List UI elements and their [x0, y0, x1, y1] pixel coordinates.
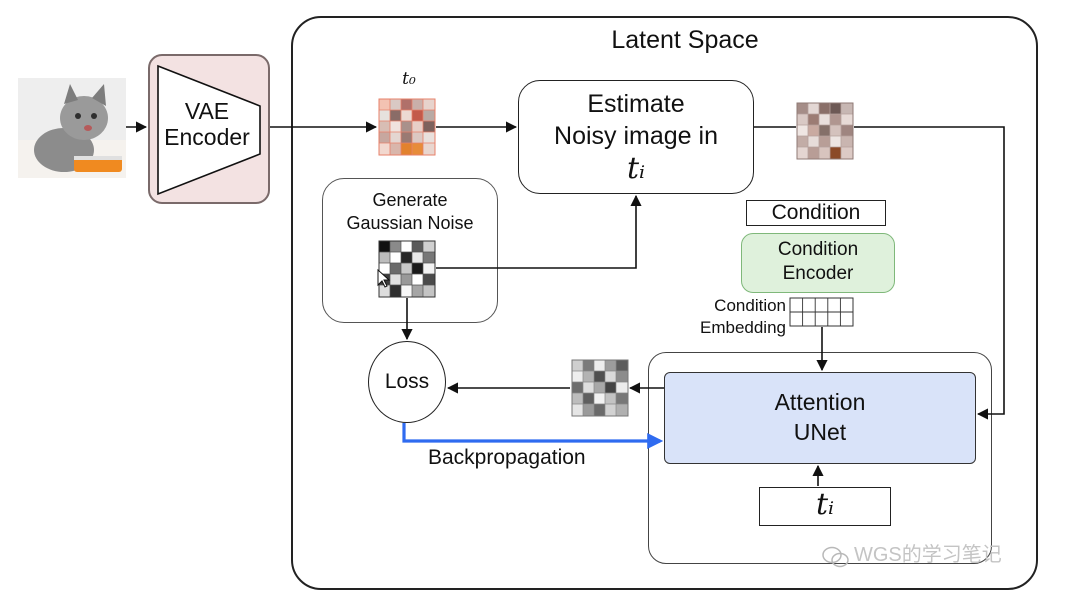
watermark: WGS的学习笔记 — [822, 543, 1052, 573]
condition-encoder-box — [741, 233, 895, 293]
backpropagation-label: Backpropagation — [428, 446, 586, 469]
ti-label: tᵢ — [815, 487, 835, 522]
loss-node — [368, 341, 446, 423]
unet-outer-frame — [648, 352, 992, 564]
loss-label: Loss — [384, 370, 430, 393]
backpropagation-arrow — [402, 423, 664, 449]
ti-box — [759, 487, 891, 526]
condition-embedding-grid — [789, 297, 854, 327]
gaussian-noise-grid — [378, 240, 436, 298]
cat-image — [18, 78, 126, 178]
latent-space-frame — [291, 16, 1038, 590]
condition-encoder-label: Condition Encoder — [777, 239, 859, 285]
t0-label: t₀ — [402, 69, 416, 89]
watermark-text: WGS的学习笔记 — [854, 544, 1002, 566]
vae-encoder-trapezoid — [157, 64, 261, 196]
attention-unet-label: Attention UNet — [774, 389, 866, 446]
latent-space-title: Latent Space — [611, 26, 759, 54]
predicted-noise-grid — [571, 359, 629, 417]
gaussian-noise-label: Generate Gaussian Noise — [346, 190, 474, 233]
estimate-box-math: tᵢ — [626, 151, 646, 186]
estimate-box-line1: Estimate — [587, 90, 685, 118]
condition-label: Condition — [771, 201, 861, 224]
estimate-noisy-image-box — [518, 80, 754, 194]
noisy-latent-grid — [796, 102, 854, 160]
attention-unet-box — [664, 372, 976, 464]
t0-latent-grid — [378, 98, 436, 156]
estimate-box-line2: Noisy image in — [554, 122, 718, 150]
condition-embedding-label: Condition Embedding — [699, 296, 786, 338]
condition-box — [746, 200, 886, 226]
wechat-icon — [822, 546, 849, 568]
vae-encoder-label: VAE Encoder — [164, 98, 250, 151]
arrow-output-to-unet — [854, 126, 1005, 420]
arrow-noise-to-estimate — [436, 194, 642, 269]
cursor-icon — [377, 268, 391, 288]
